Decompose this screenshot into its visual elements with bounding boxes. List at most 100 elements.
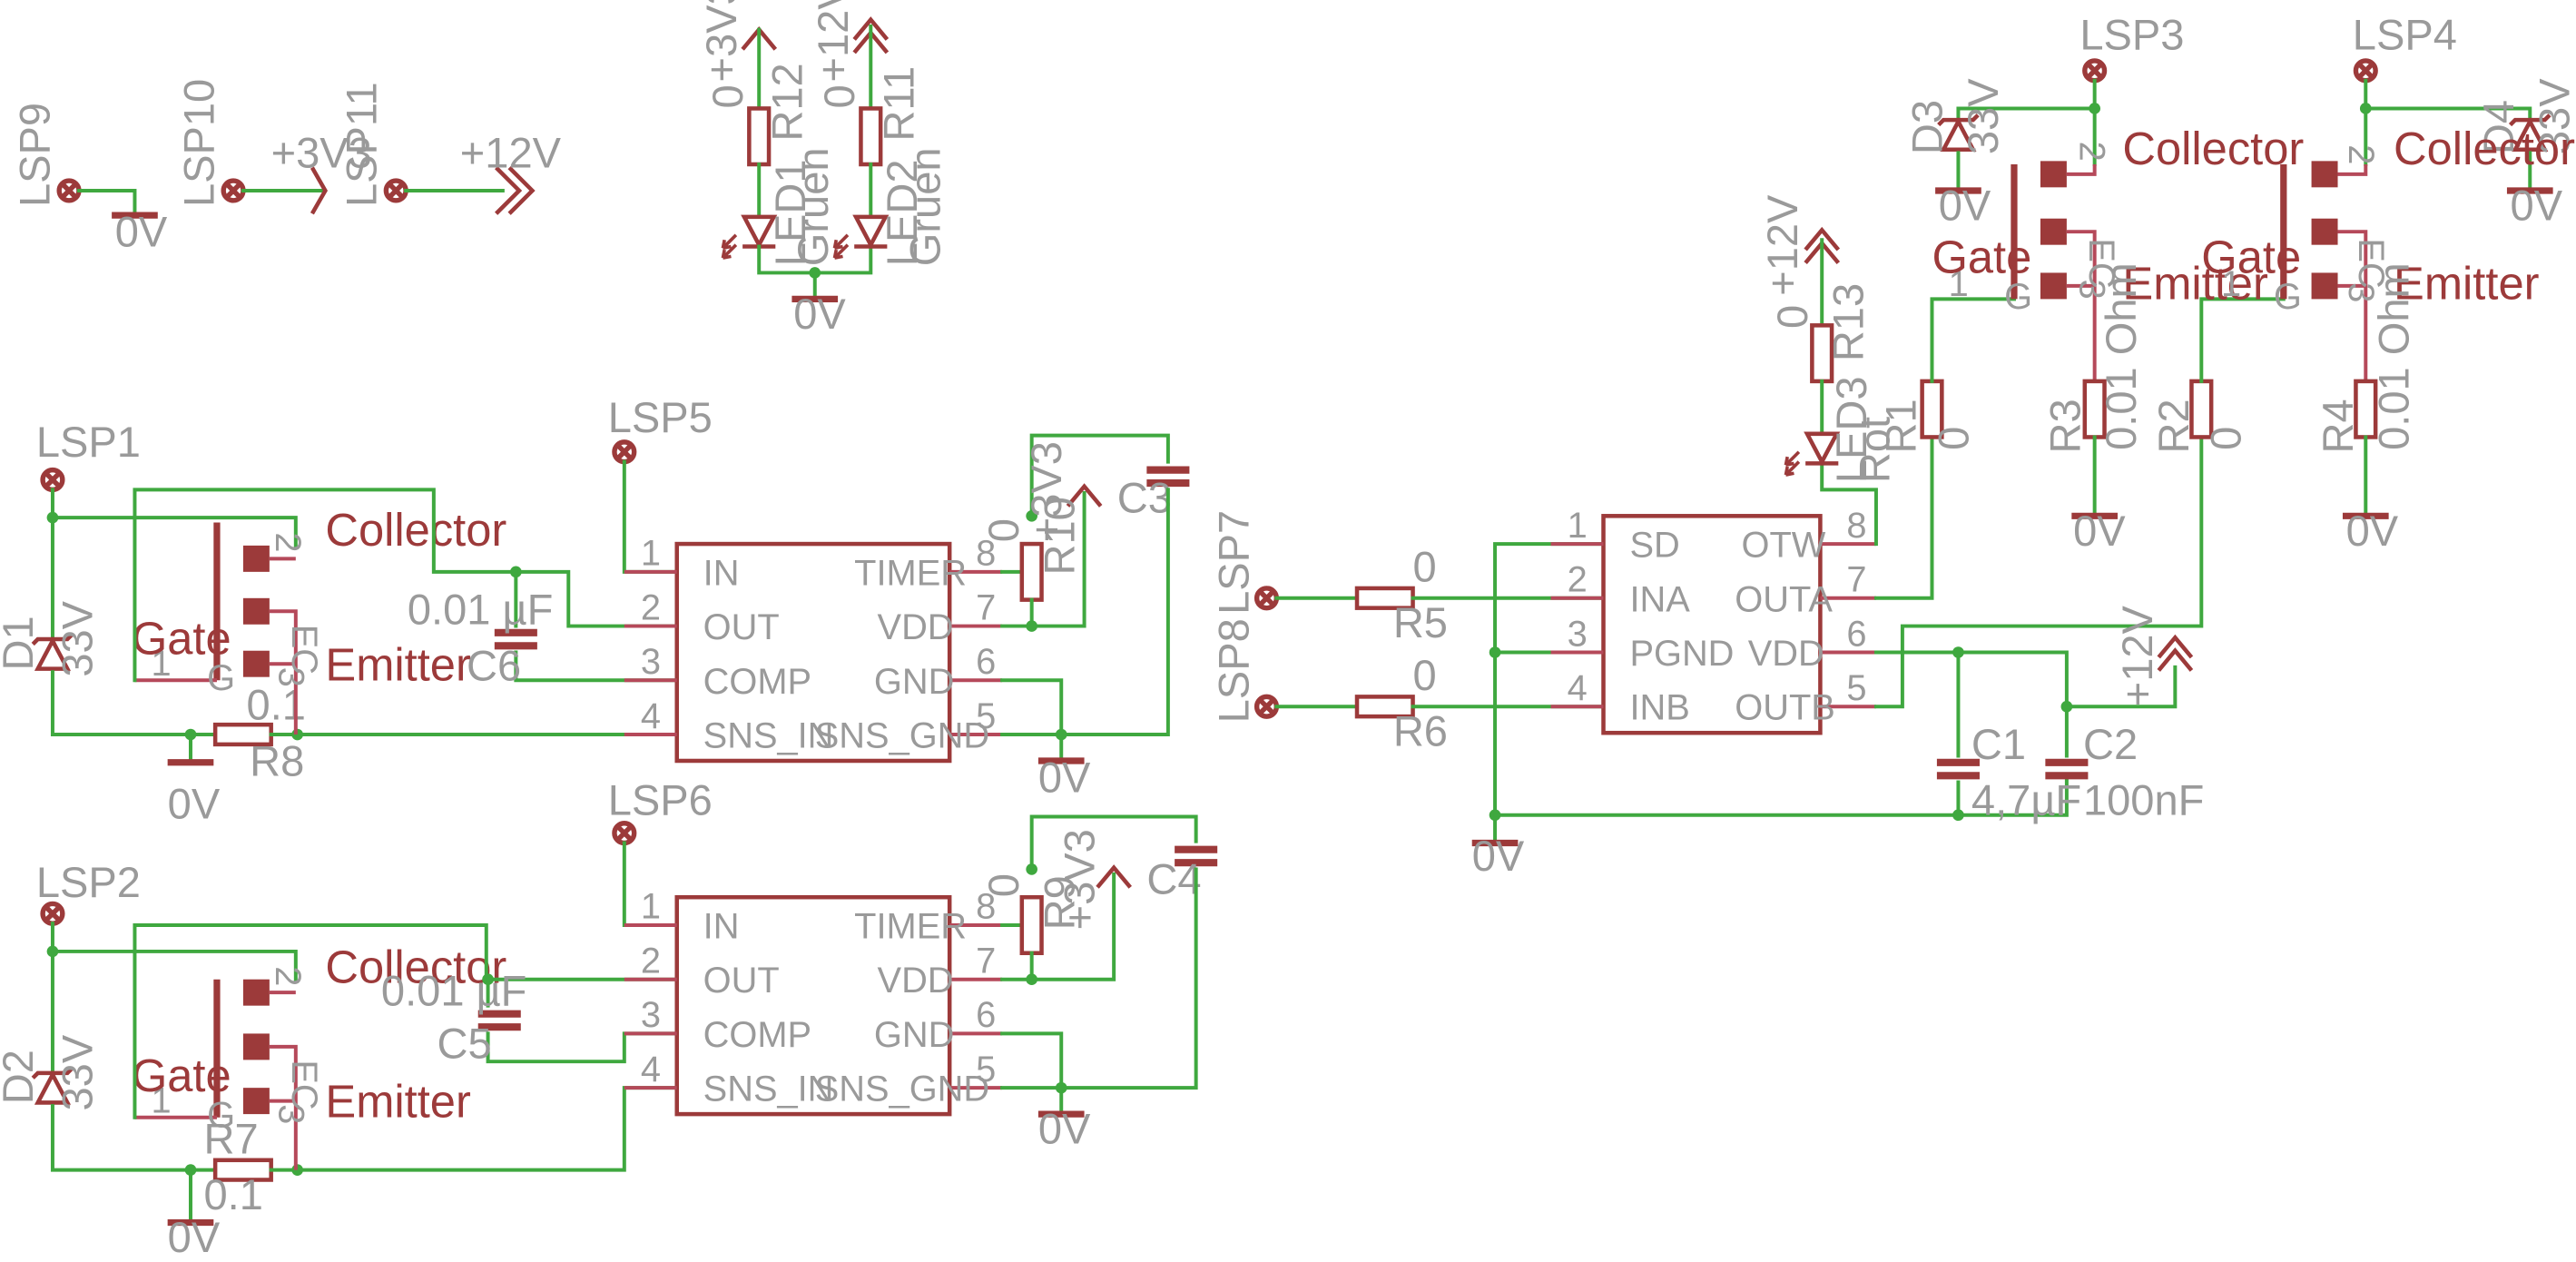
d4-value: 33V bbox=[2531, 78, 2576, 154]
pin-inb: INB bbox=[1629, 688, 1689, 728]
pin-ec-label: EC bbox=[284, 625, 324, 675]
lsp8-test-point bbox=[1257, 696, 1277, 716]
ground-label: 0V bbox=[1038, 1105, 1091, 1153]
lsp10-test-point bbox=[223, 181, 243, 201]
ground-label: 0V bbox=[2346, 507, 2399, 555]
lsp3-label: LSP3 bbox=[2079, 10, 2184, 58]
r13-name: R13 bbox=[1824, 283, 1872, 361]
r4-value: 0.01 Ohm bbox=[2369, 262, 2417, 450]
r10-value: 0 bbox=[979, 518, 1027, 542]
c4-name: C4 bbox=[1146, 855, 1201, 903]
pin-num: 7 bbox=[976, 941, 996, 981]
pin-gnd: GND bbox=[874, 662, 954, 702]
emitter-label: Emitter bbox=[2122, 257, 2268, 309]
supply-12v-label: +12V bbox=[460, 129, 562, 177]
pin-g-label: G bbox=[207, 1096, 235, 1136]
supply-3v3-label: +3V3 bbox=[1022, 441, 1070, 542]
pin-3: 3 bbox=[271, 1104, 311, 1124]
lsp11-label: LSP11 bbox=[338, 82, 386, 207]
pin-ina: INA bbox=[1629, 579, 1690, 619]
pin-num: 6 bbox=[1846, 614, 1866, 654]
driver-ic: SD INA PGND INB OTW OUTA VDD OUTB 1 2 3 … bbox=[1550, 506, 1876, 735]
c3-name: C3 bbox=[1117, 474, 1172, 522]
pin-out: OUT bbox=[703, 961, 780, 1001]
pin-num: 7 bbox=[1846, 560, 1866, 600]
ground-label: 0V bbox=[1038, 753, 1091, 801]
pin-num: 1 bbox=[641, 887, 661, 927]
r11-value: 0 bbox=[815, 84, 863, 108]
current-sense-circuit-1: LSP1 D1 33V 0V 0.1 R8 2 3 1 G EC Coll bbox=[0, 393, 1189, 827]
lsp1-test-point bbox=[43, 470, 63, 490]
pin-num: 3 bbox=[641, 642, 661, 682]
pin-ec-label: EC bbox=[2081, 238, 2121, 288]
pin-1: 1 bbox=[152, 644, 172, 684]
pin-vdd: VDD bbox=[878, 607, 954, 647]
r6-value: 0 bbox=[1413, 651, 1437, 699]
pin-g-label: G bbox=[207, 658, 235, 698]
lsp11-12v-group: LSP11 +12V bbox=[338, 82, 562, 213]
r4-name: R4 bbox=[2314, 399, 2362, 453]
pin-2: 2 bbox=[2071, 142, 2111, 162]
ground-label: 0V bbox=[2073, 507, 2126, 555]
lsp5-test-point bbox=[615, 442, 634, 462]
pin-in: IN bbox=[703, 906, 740, 946]
c1-name: C1 bbox=[1971, 720, 2026, 768]
lsp10-label: LSP10 bbox=[174, 79, 222, 207]
pin-sns-gnd: SNS_GND bbox=[815, 1070, 989, 1109]
pin-timer: TIMER bbox=[854, 553, 967, 593]
pin-timer: TIMER bbox=[854, 906, 967, 946]
supply-3v3-label: +3V3 bbox=[1055, 829, 1103, 930]
pin-num: 5 bbox=[976, 1050, 996, 1089]
lsp7-test-point bbox=[1257, 588, 1277, 608]
r6-name: R6 bbox=[1393, 707, 1448, 755]
c1-value: 4,7µF bbox=[1971, 776, 2081, 824]
r12-name: R12 bbox=[762, 63, 811, 141]
pin-num: 4 bbox=[641, 1050, 661, 1089]
driver-circuit: LSP7 0 R5 LSP8 0 R6 0V SD bbox=[1210, 194, 2286, 880]
r8-name: R8 bbox=[250, 736, 304, 784]
r5-name: R5 bbox=[1393, 598, 1448, 646]
led2-value: Gruen bbox=[900, 147, 949, 266]
pin-3: 3 bbox=[271, 667, 311, 687]
c5-name: C5 bbox=[437, 1020, 491, 1068]
lsp1-label: LSP1 bbox=[36, 418, 141, 466]
lsp6-label: LSP6 bbox=[608, 776, 713, 824]
pin-1: 1 bbox=[2221, 264, 2241, 304]
igbt-transistor-1: 2 3 1 G EC Collector Gate Emitter bbox=[132, 504, 506, 735]
pin-vdd: VDD bbox=[878, 961, 954, 1001]
power-leds: +3V3 0 R12 LED1 Gruen +12V 0 R11 LED2 Gr… bbox=[697, 0, 949, 338]
pin-num: 8 bbox=[976, 887, 996, 927]
pin-num: 6 bbox=[976, 995, 996, 1035]
pin-in: IN bbox=[703, 553, 740, 593]
pin-2: 2 bbox=[268, 966, 308, 986]
ground-label: 0V bbox=[168, 779, 221, 827]
gate-label: Gate bbox=[1932, 231, 2031, 282]
d3-name: D3 bbox=[1903, 100, 1951, 154]
pin-num: 6 bbox=[976, 642, 996, 682]
pin-ec-label: EC bbox=[2351, 238, 2391, 288]
pin-vdd: VDD bbox=[1748, 634, 1824, 674]
led1-name: LED1 bbox=[766, 160, 814, 267]
collector-label: Collector bbox=[325, 941, 506, 992]
d1-value: 33V bbox=[53, 600, 101, 676]
supply-12v-label: +12V bbox=[1758, 194, 1806, 296]
pin-2: 2 bbox=[2341, 144, 2381, 164]
pin-1: 1 bbox=[1949, 264, 1969, 304]
pin-1: 1 bbox=[152, 1080, 172, 1120]
lsp9-label: LSP9 bbox=[10, 103, 58, 207]
pin-sns-in: SNS_IN bbox=[703, 716, 834, 756]
led2-name: LED2 bbox=[878, 160, 926, 267]
pin-num: 1 bbox=[1568, 506, 1588, 546]
gate-label: Gate bbox=[132, 1050, 231, 1101]
ground-label: 0V bbox=[2511, 182, 2563, 230]
gate-label: Gate bbox=[2201, 231, 2301, 282]
lsp6-test-point bbox=[615, 823, 634, 843]
d2-value: 33V bbox=[53, 1034, 101, 1110]
pin-outa: OUTA bbox=[1735, 579, 1833, 619]
pin-2: 2 bbox=[268, 532, 308, 552]
lsp2-test-point bbox=[43, 903, 63, 923]
supply-3v3-label: +3V3 bbox=[271, 129, 372, 177]
pin-g-label: G bbox=[2274, 277, 2302, 317]
d2-name: D2 bbox=[0, 1050, 42, 1104]
